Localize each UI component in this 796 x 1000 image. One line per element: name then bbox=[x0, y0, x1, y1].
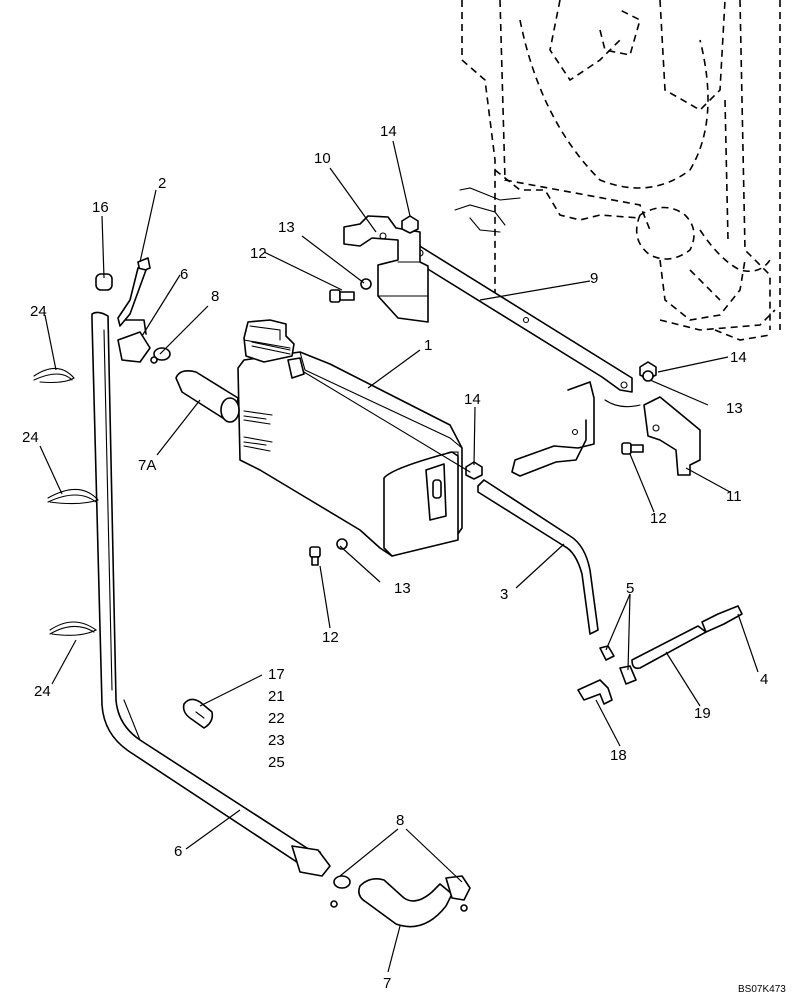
callout-14-middle: 14 bbox=[464, 391, 481, 408]
washer-13-top bbox=[360, 278, 372, 290]
callout-9: 9 bbox=[590, 270, 598, 287]
p-clamp bbox=[182, 698, 214, 729]
washer-13-right bbox=[642, 370, 654, 382]
callout-10: 10 bbox=[314, 150, 331, 167]
callout-11: 11 bbox=[726, 488, 742, 505]
leader-lines bbox=[39, 140, 759, 973]
cable-tie-upper bbox=[33, 367, 75, 384]
callout-16: 16 bbox=[92, 199, 109, 216]
mounting-strap bbox=[404, 239, 633, 393]
callout-17: 17 bbox=[268, 666, 285, 683]
callout-8-lower: 8 bbox=[396, 812, 404, 829]
nut-14-top bbox=[401, 215, 419, 234]
hose-clamp-upper bbox=[150, 347, 171, 364]
callout-12-top: 12 bbox=[250, 245, 267, 262]
callout-13-right: 13 bbox=[726, 400, 743, 417]
callout-6-upper: 6 bbox=[180, 266, 188, 283]
coolant-reservoir-tank bbox=[237, 319, 471, 557]
upper-bracket bbox=[343, 215, 429, 323]
callout-12-lower: 12 bbox=[322, 629, 339, 646]
callout-24-middle: 24 bbox=[22, 429, 39, 446]
callout-7: 7 bbox=[383, 975, 391, 992]
callout-7a: 7A bbox=[138, 457, 156, 474]
callout-24-lower: 24 bbox=[34, 683, 51, 700]
callout-25: 25 bbox=[268, 754, 285, 771]
radiator-hose-long bbox=[91, 311, 331, 877]
callout-1: 1 bbox=[424, 337, 432, 354]
elbow-hose bbox=[330, 875, 471, 928]
callout-6-lower: 6 bbox=[174, 843, 182, 860]
fittings-assembly bbox=[577, 605, 743, 705]
callout-4: 4 bbox=[760, 671, 768, 688]
callout-21: 21 bbox=[268, 688, 285, 705]
overflow-hose bbox=[477, 479, 599, 635]
sleeve-7a bbox=[175, 370, 240, 423]
callout-14-right: 14 bbox=[730, 349, 747, 366]
drawing-code: BS07K473 bbox=[738, 984, 786, 995]
callout-13-lower: 13 bbox=[394, 580, 411, 597]
callout-5: 5 bbox=[626, 580, 634, 597]
callout-3: 3 bbox=[500, 586, 508, 603]
callout-14-top: 14 bbox=[380, 123, 397, 140]
strap-support-bracket bbox=[511, 381, 641, 477]
callout-23: 23 bbox=[268, 732, 285, 749]
callout-12-right: 12 bbox=[650, 510, 667, 527]
callout-19: 19 bbox=[694, 705, 711, 722]
callout-2: 2 bbox=[158, 175, 166, 192]
tube-and-clamp bbox=[95, 257, 151, 327]
callout-22: 22 bbox=[268, 710, 285, 727]
bolt-12-right bbox=[621, 442, 644, 455]
bolt-12-top bbox=[329, 289, 355, 303]
callout-13-top: 13 bbox=[278, 219, 295, 236]
callout-8-upper: 8 bbox=[211, 288, 219, 305]
callout-18: 18 bbox=[610, 747, 627, 764]
bolt-12-lower bbox=[309, 546, 321, 566]
radiator-phantom-outline bbox=[454, 0, 781, 341]
lower-right-bracket bbox=[643, 396, 701, 476]
callout-24-upper: 24 bbox=[30, 303, 47, 320]
washer-13-lower bbox=[336, 538, 348, 550]
callout-labels: 1 2 3 4 5 6 6 7 7A 8 8 9 10 11 12 12 12 … bbox=[22, 123, 786, 995]
cable-tie-middle bbox=[47, 488, 99, 505]
cable-tie-lower bbox=[49, 621, 98, 636]
